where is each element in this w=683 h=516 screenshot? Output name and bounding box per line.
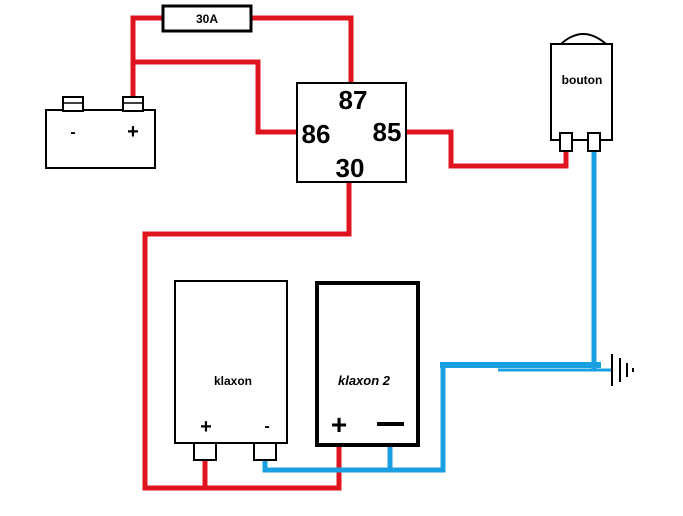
horn-1-terminal-plus [193, 442, 217, 461]
wire-ground-bus [262, 362, 446, 473]
battery-terminal-plus [122, 96, 144, 112]
relay-pin-30: 30 [336, 153, 365, 183]
battery-body [45, 109, 156, 169]
fuse-body [161, 4, 253, 33]
horn-2: klaxon 2 + [315, 281, 420, 447]
switch-terminal-left [559, 132, 573, 152]
relay-pin-86: 86 [302, 119, 331, 149]
battery-minus-label: - [70, 124, 75, 141]
battery-terminal-minus [62, 96, 84, 112]
horn-2-body [315, 281, 420, 447]
horn-1-terminal-minus [253, 442, 277, 461]
switch-button-cap [560, 33, 607, 45]
positive-wires [130, 15, 569, 491]
wire-pin30-to-horns [142, 179, 352, 491]
horn-2-minus-label [377, 422, 404, 426]
horn-1-body [174, 280, 288, 444]
relay: 87 86 85 30 [296, 82, 407, 183]
wire-battery-to-pin86 [130, 59, 300, 135]
relay-body [296, 82, 407, 183]
horn-1-label: klaxon [214, 374, 252, 388]
wire-battery-to-fuse [130, 15, 166, 100]
wire-pin85-to-switch [403, 129, 569, 169]
fuse-label: 30A [196, 12, 218, 26]
switch-terminal-right [587, 132, 601, 152]
horn-1-plus-label: + [200, 416, 212, 438]
horn-1-minus-label: - [264, 418, 269, 435]
horn-2-label: klaxon 2 [338, 373, 391, 388]
wire-fuse-to-pin87 [248, 15, 354, 86]
horn-2-plus-label: + [331, 409, 347, 440]
ground-symbol [611, 354, 634, 386]
switch-body [550, 43, 613, 141]
battery-plus-label: + [127, 121, 139, 143]
relay-pin-85: 85 [373, 117, 402, 147]
switch-label: bouton [562, 73, 603, 87]
switch: bouton [550, 33, 613, 152]
horn-1: klaxon + - [174, 280, 288, 461]
ground-wires [262, 147, 597, 473]
fuse: 30A [161, 4, 253, 33]
battery: - + [45, 96, 156, 169]
relay-pin-87: 87 [339, 85, 368, 115]
